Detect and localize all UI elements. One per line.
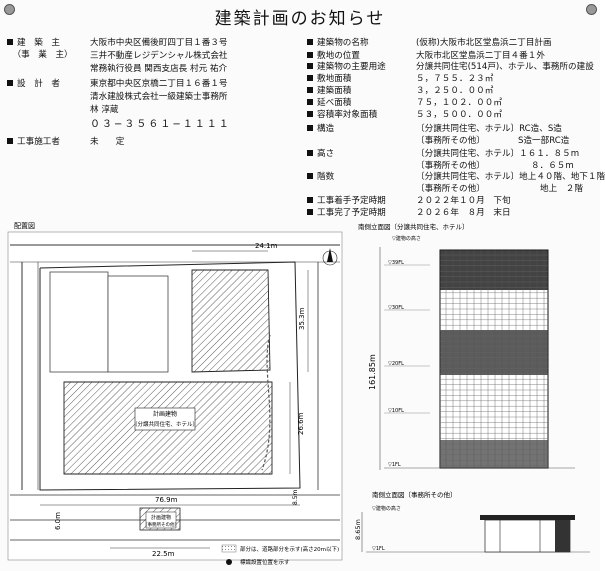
designer-line: 林 淳蔵 — [90, 105, 119, 115]
completion-label: 工事完了予定時期 — [307, 208, 386, 219]
legend-road: 部分は、道路部分を示す(高さ20m以下) — [240, 545, 339, 553]
dim-26-6: 26.6m — [297, 412, 305, 435]
site-plan-title: 配置図 — [14, 222, 35, 230]
elevation2-floor: ▽1FL — [372, 546, 385, 552]
spec-value: ３，２５０．００㎡ — [416, 86, 494, 96]
structure-label: 構造 — [307, 124, 334, 135]
spec-label: 敷地の位置 — [307, 51, 360, 62]
spec-label: 容積率対象面積 — [307, 110, 377, 121]
building-sub: 〔分譲共同住宅、ホテル〕 — [132, 420, 198, 428]
spec-label: 建築面積 — [307, 86, 351, 97]
screw-icon — [4, 4, 15, 15]
designer-label: 設 計 者 — [7, 79, 60, 90]
owner-label: 建 築 主 — [7, 38, 60, 49]
structure-line: 〔分譲共同住宅、ホテル〕RC造、S造 — [416, 124, 562, 134]
floor-20: ▽20FL — [388, 361, 404, 367]
dim-35-3: 35.3m — [298, 307, 306, 330]
screw-icon — [586, 4, 597, 15]
floor-1: ▽1FL — [388, 462, 401, 468]
floors-line: 〔事務所その他〕 — [416, 184, 485, 194]
owner-line: 三井不動産レジデンシャル株式会社 — [90, 51, 228, 61]
building2-label: 計画建物 — [151, 514, 171, 521]
height-label: 高さ — [307, 149, 334, 160]
phone-number: ０３−３５６１−１１１１ — [90, 119, 231, 130]
spec-value: 大阪市北区堂島浜二丁目４番１外 — [416, 51, 545, 61]
legend-sign: 標識設置位置を示す — [240, 558, 290, 566]
floors-line: 〔分譲共同住宅、ホテル〕地上４０階、地下１階 — [416, 172, 605, 182]
start-value: ２０２２年１０月 下旬 — [416, 196, 511, 206]
spec-value: ７５，１０２．００㎡ — [416, 98, 502, 108]
floors-line: 地上 ２階 — [540, 184, 583, 194]
sign-marker-icon — [226, 559, 232, 565]
dim-8-5: 8.5m — [292, 489, 299, 505]
floors-label: 階数 — [307, 172, 334, 183]
completion-value: ２０２６年 ８月 末日 — [416, 208, 511, 218]
structure-line: S造一部RC造 — [518, 136, 570, 146]
height-line: 〔事務所その他〕 — [416, 161, 485, 171]
contractor-label: 工事施工者 — [7, 137, 60, 148]
south-elevation-tower: 南側立面図〔分譲共同住宅、ホテル〕 ▽建物の高さ 161.85m ▽39FL ▽… — [358, 222, 575, 470]
spec-label: 延べ面積 — [307, 98, 351, 109]
height-line: 〔分譲共同住宅、ホテル〕１６１．８５m — [416, 149, 580, 159]
owner-line: 大阪市中央区備後町四丁目１番３号 — [90, 38, 228, 48]
elevation2-title: 南側立面図〔事務所その他〕 — [372, 490, 457, 499]
spec-value: ５，７５５．２３㎡ — [416, 74, 494, 84]
dim-24-1: 24.1m — [255, 242, 278, 250]
spec-label: 建築物の主要用途 — [307, 62, 386, 73]
floor-10: ▽10FL — [388, 408, 404, 414]
north-arrow-icon — [322, 248, 338, 266]
dim-76-9: 76.9m — [155, 496, 178, 504]
elevation2-top: ▽建物の高さ — [372, 505, 401, 512]
designer-line: 東京都中央区京橋二丁目１６番１号 — [90, 79, 228, 89]
building-label: 計画建物 — [153, 410, 177, 418]
designer-line: 清水建設株式会社一級建築士事務所 — [90, 92, 228, 102]
elevation2-height: 8.65m — [354, 519, 362, 540]
spec-value: (仮称)大阪市北区堂島浜二丁目計画 — [416, 38, 552, 48]
building2-sub: 〔事務所その他〕 — [143, 521, 179, 528]
elevation1-height: 161.85m — [368, 354, 377, 390]
business-owner-label: （事 業 主） — [12, 50, 73, 60]
floor-39: ▽39FL — [388, 260, 404, 266]
structure-line: 〔事務所その他〕 — [416, 136, 485, 146]
height-line: ８．６５m — [531, 161, 574, 171]
south-elevation-office: 南側立面図〔事務所その他〕 ▽建物の高さ 8.65m ▽1FL — [354, 490, 590, 553]
notice-title: 建築計画のお知らせ — [214, 9, 386, 29]
dim-22-5: 22.5m — [152, 550, 175, 558]
dim-6-0: 6.0m — [54, 512, 62, 530]
elevation1-top: ▽建物の高さ — [392, 235, 421, 242]
spec-label: 建築物の名称 — [307, 38, 369, 49]
floor-30: ▽30FL — [388, 305, 404, 311]
site-plan: 配置図 計画建物 〔分譲共同住宅、ホテル〕 — [7, 222, 343, 566]
contractor-value: 未 定 — [90, 137, 125, 147]
spec-label: 敷地面積 — [307, 74, 351, 85]
spec-value: 分譲共同住宅(514戸)、ホテル、事務所の建設 — [416, 62, 594, 72]
start-label: 工事着手予定時期 — [307, 196, 386, 207]
owner-line: 常務執行役員 関西支店長 村元 祐介 — [90, 64, 228, 74]
elevation1-title: 南側立面図〔分譲共同住宅、ホテル〕 — [358, 222, 469, 231]
spec-value: ５３，５００．００㎡ — [416, 110, 502, 120]
